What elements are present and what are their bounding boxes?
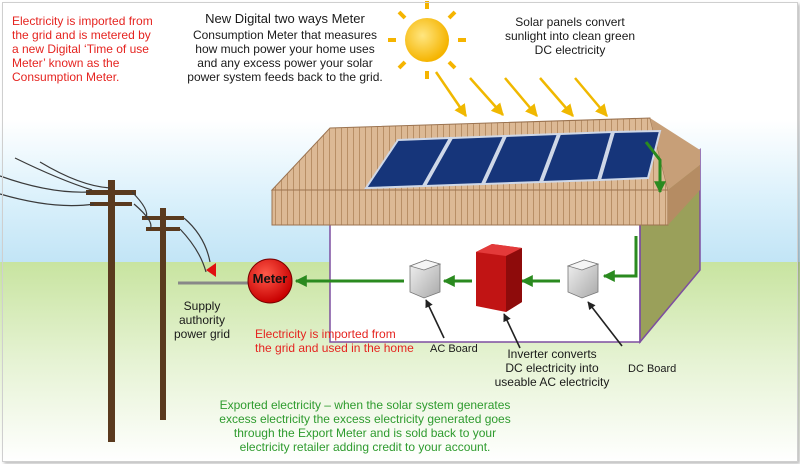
meter-label: Meter (252, 271, 288, 286)
import-home-note: Electricity is imported from the grid an… (255, 327, 414, 355)
ac-board-label: AC Board (430, 343, 478, 355)
export-note: Exported electricity – when the solar sy… (219, 398, 511, 454)
dc-flow-arrow (644, 141, 666, 194)
supply-authority-label: Supply authority power grid (173, 299, 231, 341)
import-arrow-icon (206, 263, 216, 277)
callout-pointers (425, 299, 623, 349)
meter-description: Consumption Meter that measures how much… (187, 28, 383, 84)
import-grid-note: Electricity is imported from the grid an… (12, 14, 153, 84)
solar-panels (364, 129, 662, 190)
dc-flow-arrow-2 (602, 236, 638, 282)
dc-board-label: DC Board (628, 363, 677, 375)
sun-icon (388, 1, 466, 79)
power-pole-icon (0, 157, 211, 442)
meter-icon (247, 258, 293, 304)
sunlight-rays (434, 71, 608, 118)
dc-board-icon (566, 259, 600, 299)
ac-board-icon (408, 259, 442, 299)
meter-title: New Digital two ways Meter (205, 11, 365, 26)
inverter-icon (476, 244, 522, 312)
solar-panels-note: Solar panels convert sunlight into clean… (504, 15, 636, 57)
inverter-note: Inverter converts DC electricity into us… (494, 347, 610, 389)
